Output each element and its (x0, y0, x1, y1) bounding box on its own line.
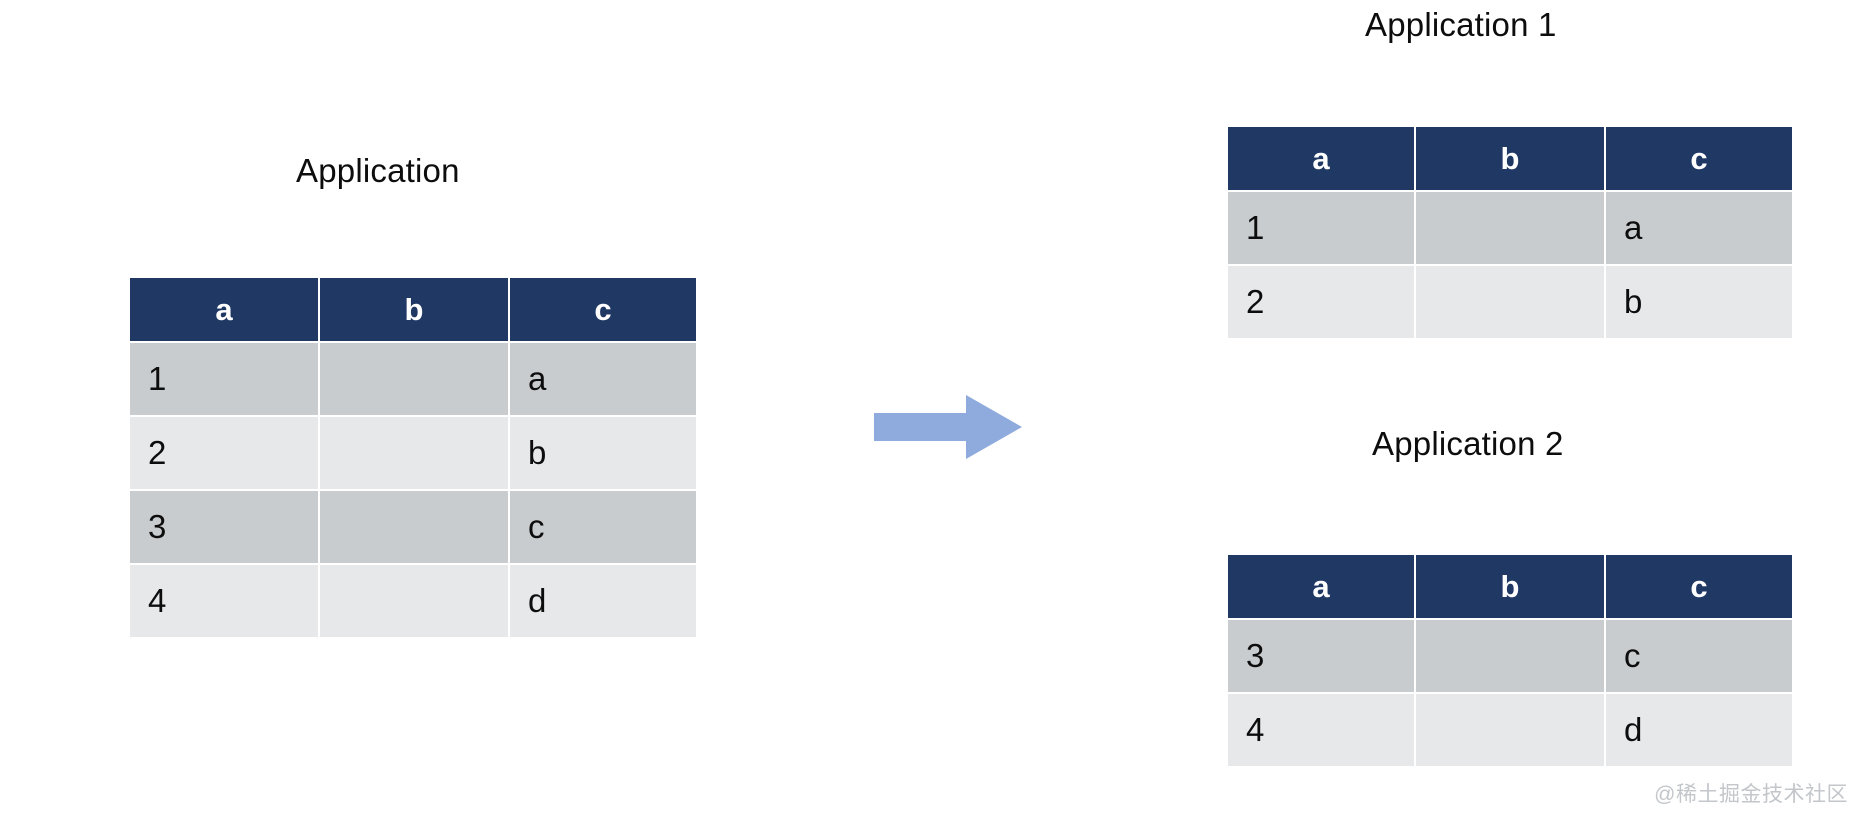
cell-c: b (510, 417, 696, 489)
cell-a: 4 (130, 565, 318, 637)
cell-b (1416, 620, 1604, 692)
cell-b (320, 417, 508, 489)
table-row: 2 b (1228, 266, 1792, 338)
table-row: 4 d (1228, 694, 1792, 766)
table-row: 4 d (130, 565, 696, 637)
cell-a: 3 (130, 491, 318, 563)
watermark: @稀土掘金技术社区 (1654, 783, 1848, 806)
cell-c: b (1606, 266, 1792, 338)
table-row: 3 c (1228, 620, 1792, 692)
table-header-row: a b c (1228, 127, 1792, 190)
table-header-row: a b c (1228, 555, 1792, 618)
cell-a: 1 (1228, 192, 1414, 264)
cell-c: a (510, 343, 696, 415)
shard-1-table: a b c 1 a 2 b (1226, 125, 1794, 340)
column-header-c: c (510, 278, 696, 341)
cell-a: 2 (1228, 266, 1414, 338)
cell-b (320, 343, 508, 415)
shard-2-title: Application 2 (1372, 425, 1564, 462)
cell-a: 1 (130, 343, 318, 415)
shard-2-table: a b c 3 c 4 d (1226, 553, 1794, 768)
column-header-c: c (1606, 127, 1792, 190)
cell-b (1416, 694, 1604, 766)
table-header-row: a b c (130, 278, 696, 341)
table-row: 2 b (130, 417, 696, 489)
cell-b (320, 565, 508, 637)
cell-c: a (1606, 192, 1792, 264)
source-table-title: Application (296, 152, 460, 189)
table-row: 3 c (130, 491, 696, 563)
column-header-c: c (1606, 555, 1792, 618)
column-header-a: a (130, 278, 318, 341)
cell-c: d (1606, 694, 1792, 766)
cell-b (320, 491, 508, 563)
shard-1-title: Application 1 (1365, 6, 1557, 43)
cell-c: c (1606, 620, 1792, 692)
cell-a: 2 (130, 417, 318, 489)
column-header-b: b (1416, 555, 1604, 618)
cell-c: c (510, 491, 696, 563)
column-header-b: b (320, 278, 508, 341)
column-header-a: a (1228, 555, 1414, 618)
table-row: 1 a (130, 343, 696, 415)
column-header-b: b (1416, 127, 1604, 190)
cell-b (1416, 266, 1604, 338)
cell-a: 3 (1228, 620, 1414, 692)
table-row: 1 a (1228, 192, 1792, 264)
cell-b (1416, 192, 1604, 264)
column-header-a: a (1228, 127, 1414, 190)
cell-a: 4 (1228, 694, 1414, 766)
arrow-right-icon (874, 395, 1022, 459)
source-table: a b c 1 a 2 b 3 c 4 (128, 276, 698, 639)
cell-c: d (510, 565, 696, 637)
